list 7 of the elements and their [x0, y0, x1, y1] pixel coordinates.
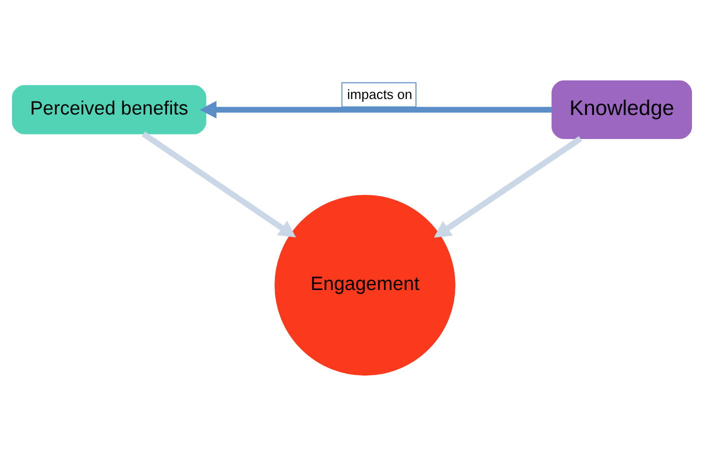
arrow [434, 136, 582, 238]
edge-label: impacts on [347, 86, 412, 102]
node-box: Perceived benefits [12, 84, 206, 134]
node-circle: Engagement [274, 194, 456, 376]
arrow [142, 131, 296, 237]
node-box: Knowledge [552, 80, 692, 139]
arrow [200, 100, 552, 118]
